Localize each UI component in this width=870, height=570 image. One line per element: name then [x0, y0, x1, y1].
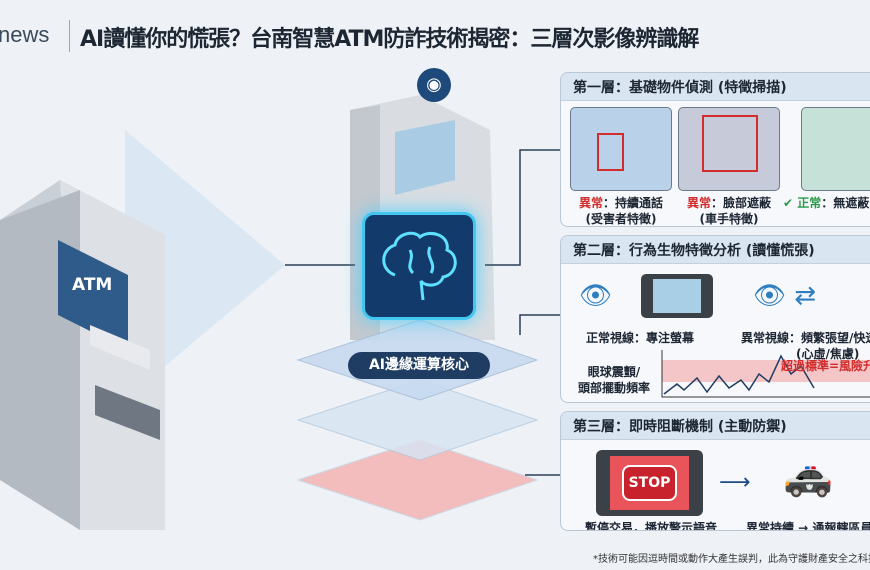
footnote: *技術可能因逗時間或動作大產生誤判，此為守護財產安全之科技 [593, 554, 870, 565]
stop-sign-icon: STOP [621, 465, 678, 501]
check-icon: ✔ [783, 196, 798, 210]
card-sub: (車手特徵) [699, 212, 759, 226]
frequency-chart [661, 350, 870, 398]
arrow-right-icon: ⟶ [719, 470, 751, 495]
layer3-title: 第三層：即時阻斷機制 (主動防禦) [561, 412, 870, 440]
action2-label: 異常持續 → 通報轄區員 [746, 521, 870, 531]
normal-gaze-label: 正常視線：專注螢幕 [586, 331, 695, 345]
police-car-icon: 🚓 [783, 453, 833, 499]
left-atm-illustration [0, 180, 165, 530]
screen-icon [641, 274, 713, 318]
status-abnormal: 異常 [578, 196, 603, 210]
stop-screen: STOP [596, 450, 703, 516]
abnormal-gaze-sub: (心虛/焦慮) [796, 347, 860, 361]
camera-icon: ◉ [417, 68, 451, 102]
eye-darting-icon: 👁 ⇄ [753, 281, 817, 311]
ai-core-chip [362, 212, 476, 320]
card-desc: ：臉部遮蔽 [711, 196, 772, 210]
connector-lines [285, 149, 560, 476]
eye-icon: 👁 [579, 281, 613, 311]
layer3-panel: 第三層：即時阻斷機制 (主動防禦) STOP ⟶ 🚓 暫停交易，播放警示語音 異… [560, 411, 870, 531]
action1-label: 暫停交易，播放警示語音 [584, 521, 717, 531]
layer2-panel: 第二層：行為生物特徵分析 (讀懂慌張) 👁 👁 ⇄ 正常視線：專注螢幕 異常視線… [560, 235, 870, 403]
abnormal-gaze-label: 異常視線：頻繁張望/快速 [741, 331, 870, 345]
layer1-title: 第一層：基礎物件偵測 (特徵掃描) [561, 73, 870, 101]
status-normal: 正常 [797, 196, 822, 210]
ai-core-label: AI邊緣運算核心 [348, 352, 490, 379]
detection-box [702, 115, 758, 172]
card-face-covered [678, 107, 780, 191]
layer-plates [296, 319, 539, 521]
card-desc: ：持續通話 [603, 196, 664, 210]
threshold-label: 超過標準=風險升 [781, 359, 870, 373]
detection-box [597, 133, 624, 171]
left-atm-screen-label: ATM [72, 275, 113, 295]
brain-icon [382, 231, 457, 301]
brand-logo: news [0, 22, 50, 47]
chart-label: 眼球震顫/頭部擺動頻率 [577, 365, 650, 395]
card-phone-call [570, 107, 672, 191]
header-divider [69, 20, 70, 52]
card-normal [801, 107, 870, 191]
page-title: AI讀懂你的慌張？台南智慧ATM防詐技術揭密：三層次影像辨識解 [80, 27, 699, 52]
diagram-illustration [0, 95, 560, 530]
layer2-title: 第二層：行為生物特徵分析 (讀懂慌張) [561, 236, 870, 264]
layer1-panel: 第一層：基礎物件偵測 (特徵掃描) 異常：持續通話(受害者特徵) 異常：臉部遮蔽… [560, 72, 870, 227]
card-sub: (受害者特徵) [585, 212, 657, 226]
card-desc: ：無遮蔽 [821, 196, 870, 210]
status-abnormal: 異常 [686, 196, 711, 210]
